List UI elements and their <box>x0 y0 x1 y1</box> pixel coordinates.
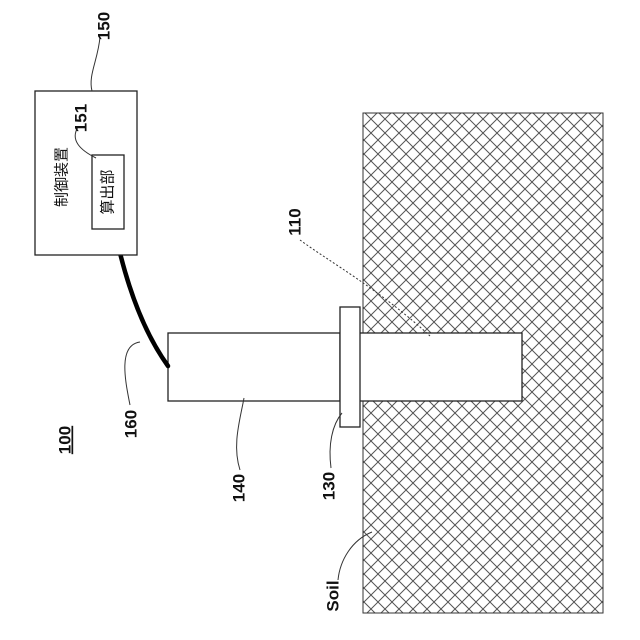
label-150: 150 <box>94 12 113 40</box>
label-151: 151 <box>71 104 90 132</box>
leader-140 <box>237 398 244 470</box>
label-130: 130 <box>319 472 338 500</box>
label-100: 100 <box>55 426 74 454</box>
label-110: 110 <box>285 208 304 235</box>
calculation-unit-text: 算出部 <box>99 169 117 214</box>
label-soil: Soil <box>323 580 342 611</box>
label-140: 140 <box>229 474 248 502</box>
label-160: 160 <box>121 410 140 438</box>
leader-150 <box>91 37 100 91</box>
flange-130 <box>340 307 360 427</box>
probe-110 <box>358 333 522 401</box>
leader-160 <box>125 342 140 405</box>
control-device-text: 制御装置 <box>53 147 71 207</box>
body-140 <box>168 333 340 401</box>
cable-160 <box>120 253 168 366</box>
